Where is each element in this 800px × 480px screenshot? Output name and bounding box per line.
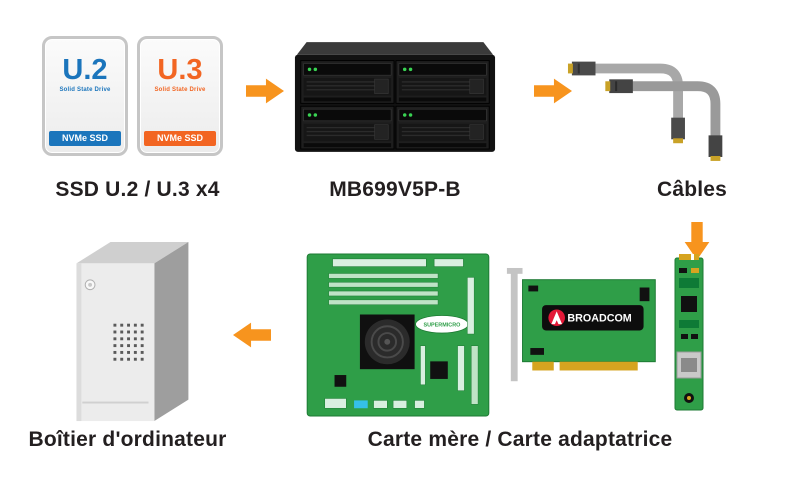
ssd-u3-subtitle: Solid State Drive — [154, 87, 206, 93]
svg-text:SUPERMICRO: SUPERMICRO — [423, 323, 461, 329]
svg-text:BROADCOM: BROADCOM — [567, 313, 631, 325]
broadcom-logo: BROADCOM — [542, 305, 644, 331]
computer-case-caption: Boîtier d'ordinateur — [28, 428, 227, 451]
ssd-u2-card: U.2 Solid State Drive NVMe SSD — [42, 36, 128, 156]
ssd-caption: SSD U.2 / U.3 x4 — [55, 178, 220, 201]
cable — [605, 79, 723, 161]
arrow-right-icon — [534, 76, 572, 106]
case-top-face — [76, 241, 189, 264]
ssd-u2-subtitle: Solid State Drive — [59, 87, 111, 93]
motherboard-illustration: SUPERMICRO — [304, 252, 492, 423]
m2-gold-connector — [679, 254, 699, 260]
gold-edge-connector — [532, 361, 638, 371]
cables-illustration — [566, 33, 741, 168]
ssd-u3-badge: NVMe SSD — [144, 131, 216, 146]
arrow-down-icon — [682, 222, 712, 260]
pcie-adapter-illustration: BROADCOM — [503, 266, 667, 396]
pcie-bracket — [510, 271, 518, 382]
drive-tray — [300, 60, 395, 104]
arrow-left-icon — [233, 320, 271, 350]
enclosure-caption: MB699V5P-B — [329, 178, 461, 201]
arrow-right-icon — [246, 76, 284, 106]
bottom-ports — [324, 398, 425, 409]
vent-holes — [113, 323, 144, 361]
cables-caption: Câbles — [656, 178, 728, 201]
supermicro-logo: SUPERMICRO — [415, 315, 469, 334]
m2-heatsink-block — [676, 351, 702, 379]
ssd-u2-badge: NVMe SSD — [49, 131, 121, 146]
motherboard-caption: Carte mère / Carte adaptatrice — [367, 428, 673, 451]
ssd-u2-name: U.2 — [62, 54, 108, 86]
computer-case-illustration — [57, 234, 203, 434]
cable — [567, 61, 685, 144]
enclosure-illustration — [293, 42, 497, 159]
enclosure-top-face — [296, 42, 494, 55]
case-side-face — [154, 241, 189, 422]
ssd-u3-name: U.3 — [157, 54, 203, 86]
m2-card-illustration — [667, 252, 711, 421]
bracket-tab — [506, 267, 523, 274]
ram-slots — [328, 273, 439, 305]
ssd-u3-card: U.3 Solid State Drive NVMe SSD — [137, 36, 223, 156]
cpu-socket — [359, 314, 415, 370]
